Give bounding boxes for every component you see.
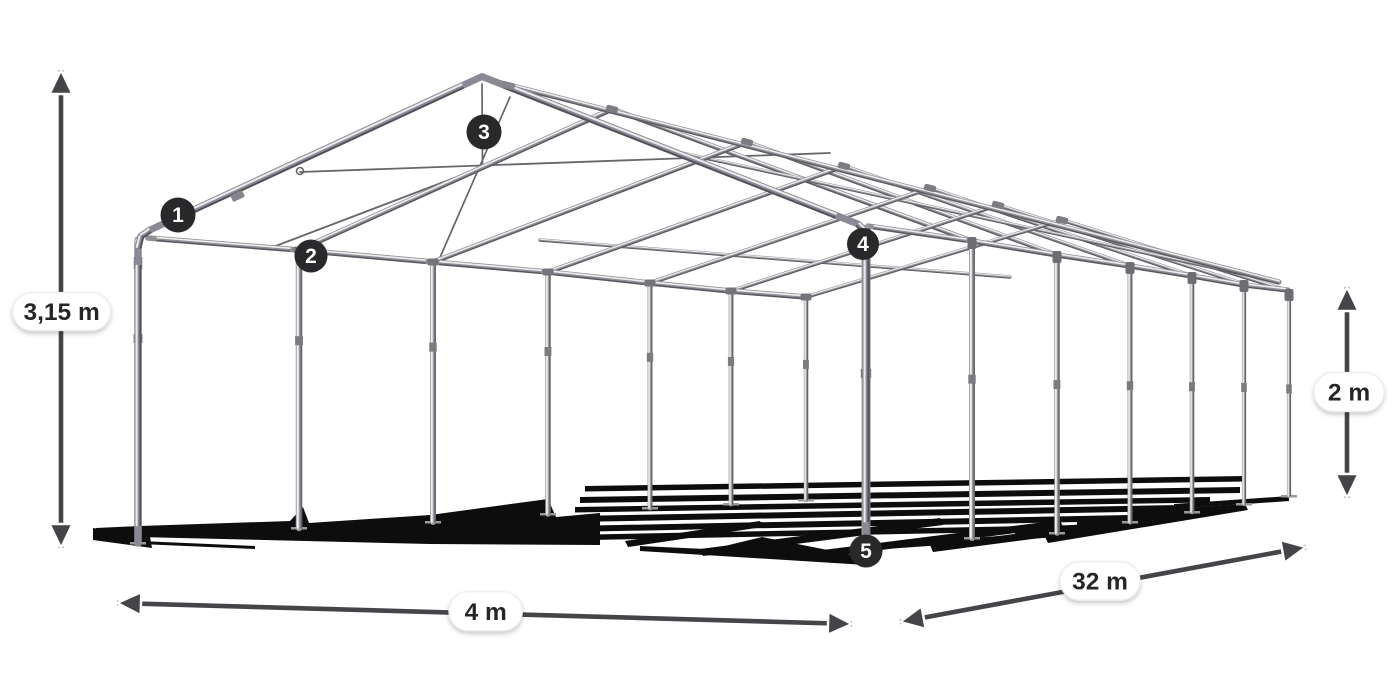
svg-text:32 m: 32 m (1072, 569, 1128, 596)
svg-text:3: 3 (478, 121, 490, 144)
svg-text:2 m: 2 m (1328, 380, 1370, 407)
svg-text:4: 4 (857, 233, 869, 256)
svg-text:3,15 m: 3,15 m (23, 299, 99, 326)
svg-text:1: 1 (172, 204, 184, 227)
svg-text:5: 5 (860, 540, 872, 563)
svg-text:2: 2 (305, 245, 317, 268)
svg-text:4 m: 4 m (465, 599, 507, 626)
